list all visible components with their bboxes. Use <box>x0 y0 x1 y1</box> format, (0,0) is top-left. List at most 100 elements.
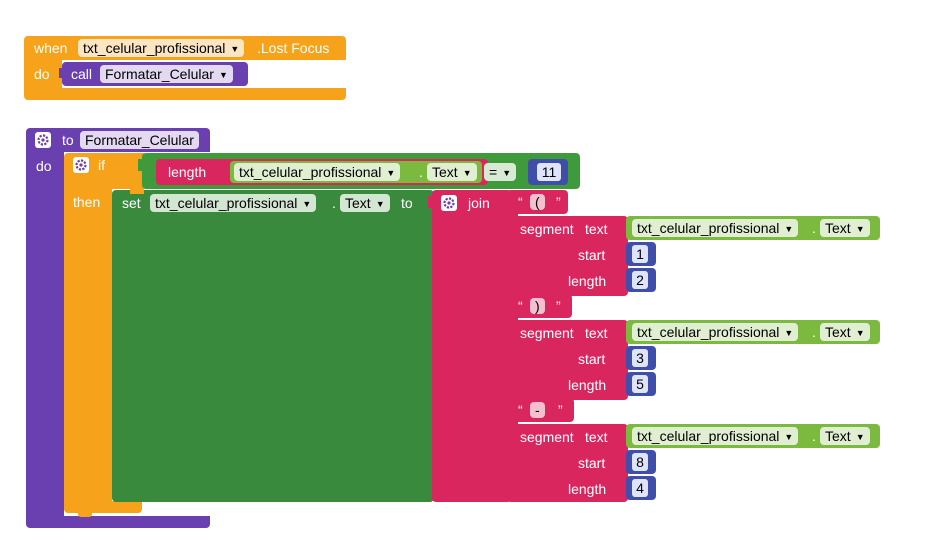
number-value[interactable]: 11 <box>537 163 561 181</box>
operator-dropdown[interactable]: =▼ <box>484 163 517 181</box>
segment-keyword: segment <box>520 325 574 341</box>
string-value[interactable]: ( <box>530 194 545 210</box>
open-quote: “ <box>518 194 523 210</box>
segment-text-label: text <box>585 221 608 237</box>
then-keyword: then <box>73 194 101 210</box>
component-dropdown[interactable]: txt_celular_profissional▼ <box>234 163 401 181</box>
procedure-name-dropdown[interactable]: Formatar_Celular▼ <box>100 65 233 83</box>
dot-separator: . <box>419 164 423 180</box>
segment-text-label: text <box>585 429 608 445</box>
procedure-block[interactable]: to Formatar_Celular do <box>26 128 210 528</box>
segment-text-label: text <box>585 325 608 341</box>
property-dropdown[interactable]: Text▼ <box>820 323 870 341</box>
chevron-down-icon: ▼ <box>855 328 865 338</box>
compare-block[interactable]: length txt_celular_profissional▼ . Text▼… <box>138 153 580 189</box>
if-block[interactable]: if then <box>64 153 144 517</box>
set-property-dropdown[interactable]: Text▼ <box>340 194 390 212</box>
chevron-down-icon: ▼ <box>302 199 312 209</box>
set-component-dropdown[interactable]: txt_celular_profissional▼ <box>150 194 317 212</box>
close-quote: ” <box>556 194 561 210</box>
event-block[interactable]: when txt_celular_profissional▼ .Lost Foc… <box>24 36 346 100</box>
chevron-down-icon: ▼ <box>218 70 228 80</box>
chevron-down-icon: ▼ <box>502 168 512 178</box>
chevron-down-icon: ▼ <box>855 432 865 442</box>
close-quote: ” <box>558 402 563 418</box>
number-block[interactable]: 1 <box>626 242 656 266</box>
number-value[interactable]: 3 <box>632 349 648 367</box>
dot-separator: . <box>812 428 816 444</box>
segment-block[interactable]: segment text start length <box>510 320 628 400</box>
number-value[interactable]: 4 <box>632 479 648 497</box>
component-text-block[interactable]: txt_celular_profissional▼ . Text▼ <box>626 216 880 240</box>
chevron-down-icon: ▼ <box>784 328 794 338</box>
number-value[interactable]: 2 <box>632 271 648 289</box>
chevron-down-icon: ▼ <box>230 44 240 54</box>
event-component-dropdown[interactable]: txt_celular_profissional▼ <box>78 39 245 57</box>
chevron-down-icon: ▼ <box>784 432 794 442</box>
chevron-down-icon: ▼ <box>462 168 472 178</box>
number-block[interactable]: 3 <box>626 346 656 370</box>
component-text-block[interactable]: txt_celular_profissional▼ . Text▼ <box>626 320 880 344</box>
string-block[interactable]: “ ) ” <box>510 294 572 318</box>
string-value[interactable]: ) <box>530 298 545 314</box>
segment-keyword: segment <box>520 221 574 237</box>
procedure-name-field[interactable]: Formatar_Celular <box>80 131 199 149</box>
property-dropdown[interactable]: Text▼ <box>820 219 870 237</box>
number-block[interactable]: 11 <box>528 159 568 185</box>
string-block[interactable]: “ - ” <box>510 398 574 422</box>
component-dropdown[interactable]: txt_celular_profissional▼ <box>632 323 799 341</box>
start-label: start <box>578 351 606 367</box>
segment-block[interactable]: segment text start length <box>510 424 628 502</box>
length-block[interactable]: length txt_celular_profissional▼ . Text▼ <box>156 159 488 185</box>
segment-block[interactable]: segment text start length <box>510 216 628 296</box>
dot-separator: . <box>332 195 336 211</box>
start-label: start <box>578 247 606 263</box>
gear-icon[interactable] <box>35 132 51 148</box>
number-block[interactable]: 2 <box>626 268 656 292</box>
gear-icon[interactable] <box>73 157 89 173</box>
to-keyword: to <box>62 132 74 148</box>
start-label: start <box>578 455 606 471</box>
number-value[interactable]: 8 <box>632 453 648 471</box>
component-text-block[interactable]: txt_celular_profissional▼ . Text▼ <box>626 424 880 448</box>
component-dropdown[interactable]: txt_celular_profissional▼ <box>632 219 799 237</box>
string-block[interactable]: “ ( ” <box>510 190 568 214</box>
set-keyword: set <box>122 195 141 211</box>
dot-separator: . <box>812 220 816 236</box>
do-keyword: do <box>34 66 50 82</box>
dot-separator: . <box>812 324 816 340</box>
property-dropdown[interactable]: Text▼ <box>427 163 477 181</box>
length-label: length <box>568 481 607 497</box>
number-value[interactable]: 1 <box>632 245 648 263</box>
join-block[interactable]: join <box>428 190 512 502</box>
gear-icon[interactable] <box>441 195 457 211</box>
open-quote: “ <box>518 298 523 314</box>
length-label: length <box>568 273 607 289</box>
close-quote: ” <box>556 298 561 314</box>
segment-keyword: segment <box>520 429 574 445</box>
join-keyword: join <box>468 195 490 211</box>
set-block[interactable]: set txt_celular_profissional▼ . Text▼ to <box>112 188 434 502</box>
when-keyword: when <box>34 40 68 56</box>
call-procedure-block[interactable]: call Formatar_Celular▼ <box>59 62 248 86</box>
string-value[interactable]: - <box>530 402 545 418</box>
to-keyword: to <box>401 195 413 211</box>
chevron-down-icon: ▼ <box>375 199 385 209</box>
length-label: length <box>568 377 607 393</box>
component-dropdown[interactable]: txt_celular_profissional▼ <box>632 427 799 445</box>
number-block[interactable]: 5 <box>626 372 656 396</box>
open-quote: “ <box>518 402 523 418</box>
number-value[interactable]: 5 <box>632 375 648 393</box>
chevron-down-icon: ▼ <box>855 224 865 234</box>
procedure-do-keyword: do <box>36 158 52 174</box>
call-keyword: call <box>71 66 93 82</box>
event-name: .Lost Focus <box>257 40 330 56</box>
chevron-down-icon: ▼ <box>386 168 396 178</box>
chevron-down-icon: ▼ <box>784 224 794 234</box>
property-dropdown[interactable]: Text▼ <box>820 427 870 445</box>
number-block[interactable]: 8 <box>626 450 656 474</box>
component-text-block[interactable]: txt_celular_profissional▼ . Text▼ <box>230 161 482 183</box>
length-keyword: length <box>168 164 207 180</box>
if-keyword: if <box>98 157 105 173</box>
number-block[interactable]: 4 <box>626 476 656 500</box>
